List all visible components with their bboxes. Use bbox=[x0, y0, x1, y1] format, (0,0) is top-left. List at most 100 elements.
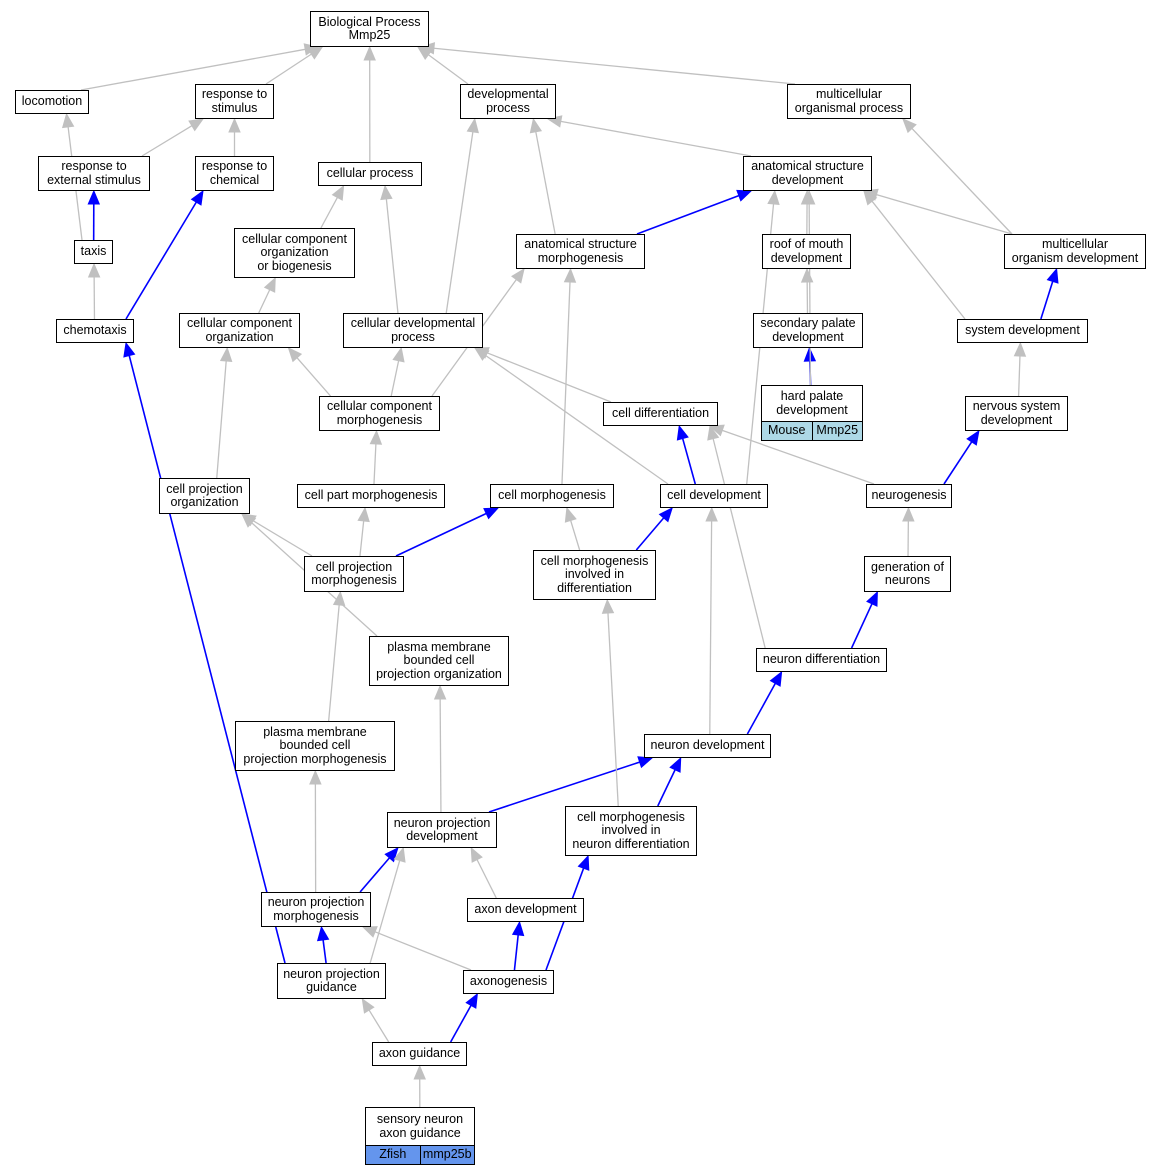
node-response-to-external-stimulus[interactable]: response to external stimulus bbox=[38, 156, 150, 191]
edge-arrowhead bbox=[658, 507, 674, 523]
node-system-development[interactable]: system development bbox=[957, 319, 1088, 343]
node-axon-guidance[interactable]: axon guidance bbox=[372, 1042, 467, 1066]
node-cell-morphogenesis-involved-in-neuron-differentiation[interactable]: cell morphogenesis involved in neuron di… bbox=[565, 806, 697, 856]
node-cellular-component-organization-or-biogenesis[interactable]: cellular component organization or bioge… bbox=[234, 228, 355, 278]
edge-sysd-to-mod bbox=[1040, 281, 1054, 320]
node-secondary-palate-development[interactable]: secondary palate development bbox=[753, 313, 863, 348]
edge-res-to-rts bbox=[141, 125, 193, 157]
node-chemotaxis[interactable]: chemotaxis bbox=[56, 319, 134, 343]
edge-arrowhead bbox=[241, 513, 257, 528]
node-cellular-developmental-process[interactable]: cellular developmental process bbox=[343, 313, 483, 348]
edge-arrowhead bbox=[669, 756, 682, 773]
node-cell-development[interactable]: cell development bbox=[660, 484, 768, 508]
edge-mod-to-asd bbox=[876, 194, 1013, 235]
node-cell-part-morphogenesis[interactable]: cell part morphogenesis bbox=[297, 484, 445, 508]
edge-arrowhead bbox=[392, 346, 405, 363]
node-neuron-projection-morphogenesis[interactable]: neuron projection morphogenesis bbox=[261, 892, 371, 927]
edge-arrowhead bbox=[511, 267, 525, 284]
edge-cmind-to-cmid bbox=[607, 612, 619, 807]
edge-ccob-to-cp bbox=[320, 197, 338, 229]
edge-arrowhead bbox=[577, 854, 590, 871]
edge-mod-to-mop bbox=[911, 127, 1013, 235]
edge-arrowhead bbox=[87, 189, 101, 205]
node-cellular-process[interactable]: cellular process bbox=[318, 162, 422, 186]
edge-arrowhead bbox=[902, 506, 915, 522]
node-cellular-component-organization[interactable]: cellular component organization bbox=[179, 313, 300, 348]
node-response-to-chemical[interactable]: response to chemical bbox=[195, 156, 274, 191]
node-neuron-projection-development[interactable]: neuron projection development bbox=[387, 812, 497, 848]
edge-cpmorph-to-cm bbox=[395, 512, 487, 557]
edge-mop-to-bp bbox=[433, 47, 796, 85]
node-cell-differentiation[interactable]: cell differentiation bbox=[603, 402, 718, 426]
node-anatomical-structure-development[interactable]: anatomical structure development bbox=[743, 156, 872, 191]
edge-pmbcpm-to-cpmorph bbox=[328, 604, 340, 722]
edge-cmid-to-cdv bbox=[635, 517, 665, 551]
edge-neurog-to-celldiff bbox=[722, 429, 875, 485]
edge-npg-to-npd bbox=[369, 860, 401, 964]
edge-arrowhead bbox=[511, 920, 525, 937]
node-nervous-system-development[interactable]: nervous system development bbox=[965, 396, 1068, 431]
node-neuron-development[interactable]: neuron development bbox=[644, 734, 771, 758]
node-cell-projection-morphogenesis[interactable]: cell projection morphogenesis bbox=[304, 556, 404, 592]
edge-arrowhead bbox=[902, 118, 917, 134]
annotation-gene: mmp25b bbox=[419, 1146, 474, 1164]
node-multicellular-organism-development[interactable]: multicellular organism development bbox=[1004, 234, 1146, 269]
edge-arrowhead bbox=[263, 276, 276, 293]
annotation-row: Zfish mmp25b bbox=[366, 1145, 474, 1164]
edge-ndev-to-cdv bbox=[709, 520, 713, 735]
node-label: sensory neuron axon guidance bbox=[376, 1112, 464, 1140]
node-cell-morphogenesis-involved-in-differentiation[interactable]: cell morphogenesis involved in different… bbox=[533, 550, 656, 600]
node-plasma-membrane-bounded-cell-projection-morphogenesis[interactable]: plasma membrane bounded cell projection … bbox=[235, 721, 395, 771]
edge-celldiff-to-cdp bbox=[486, 352, 612, 403]
edge-cdv-to-cdp bbox=[485, 354, 669, 485]
edge-arrowhead bbox=[1013, 341, 1027, 357]
node-neuron-differentiation[interactable]: neuron differentiation bbox=[756, 648, 887, 672]
edge-cpo-to-cco bbox=[216, 360, 227, 479]
edge-ndev-to-nd bbox=[746, 682, 777, 735]
node-generation-of-neurons[interactable]: generation of neurons bbox=[864, 556, 951, 592]
edge-nsd-to-sysd bbox=[1017, 355, 1021, 397]
edge-npg-to-chemo bbox=[128, 355, 286, 964]
node-locomotion[interactable]: locomotion bbox=[15, 90, 89, 114]
node-cell-projection-organization[interactable]: cell projection organization bbox=[159, 478, 250, 514]
edge-cpmorph-to-cpo bbox=[252, 520, 313, 557]
node-neuron-projection-guidance[interactable]: neuron projection guidance bbox=[277, 963, 386, 999]
edge-cmid-to-cm bbox=[570, 520, 581, 551]
node-taxis[interactable]: taxis bbox=[74, 240, 113, 264]
edge-arrowhead bbox=[705, 506, 718, 522]
node-cell-morphogenesis[interactable]: cell morphogenesis bbox=[490, 484, 614, 508]
annotation-species: Zfish bbox=[366, 1146, 420, 1164]
node-cellular-component-morphogenesis[interactable]: cellular component morphogenesis bbox=[319, 396, 440, 431]
edge-arrowhead bbox=[736, 189, 753, 202]
node-sensory-neuron-axon-guidance[interactable]: sensory neuron axon guidance Zfish mmp25… bbox=[365, 1107, 475, 1165]
edge-arrowhead bbox=[769, 670, 783, 687]
edge-cmind-to-ndev bbox=[657, 769, 676, 807]
edge-arrowhead bbox=[332, 590, 346, 607]
edge-arrowhead bbox=[228, 117, 241, 133]
edge-loc-to-bp bbox=[80, 48, 306, 91]
edge-axon-to-npm bbox=[374, 931, 472, 971]
edge-ccm-to-cco bbox=[296, 357, 331, 397]
node-axonogenesis[interactable]: axonogenesis bbox=[463, 970, 554, 994]
node-response-to-stimulus[interactable]: response to stimulus bbox=[195, 84, 274, 119]
node-hard-palate-development[interactable]: hard palate development Mouse Mmp25 bbox=[761, 385, 863, 441]
node-neurogenesis[interactable]: neurogenesis bbox=[866, 484, 952, 508]
annotation-row: Mouse Mmp25 bbox=[762, 421, 862, 440]
edge-arrowhead bbox=[564, 506, 577, 523]
edge-arrowhead bbox=[287, 347, 303, 363]
node-axon-development[interactable]: axon development bbox=[467, 898, 584, 922]
node-roof-of-mouth-development[interactable]: roof of mouth development bbox=[762, 234, 851, 269]
edge-arrowhead bbox=[331, 184, 345, 201]
node-multicellular-organismal-process[interactable]: multicellular organismal process bbox=[787, 84, 911, 119]
edge-ccm-to-cdp bbox=[390, 360, 400, 397]
edge-arrowhead bbox=[219, 346, 233, 362]
node-biological-process[interactable]: Biological Process Mmp25 bbox=[310, 11, 429, 47]
node-plasma-membrane-bounded-cell-projection-organization[interactable]: plasma membrane bounded cell projection … bbox=[369, 636, 509, 686]
edge-npd-to-ndev bbox=[488, 761, 640, 813]
edge-arrowhead bbox=[369, 429, 383, 445]
edge-arrowhead bbox=[473, 347, 490, 361]
edge-cdp-to-dev bbox=[445, 131, 474, 314]
node-anatomical-structure-morphogenesis[interactable]: anatomical structure morphogenesis bbox=[516, 234, 645, 269]
annotation-species: Mouse bbox=[762, 422, 812, 440]
node-developmental-process[interactable]: developmental process bbox=[460, 84, 556, 119]
